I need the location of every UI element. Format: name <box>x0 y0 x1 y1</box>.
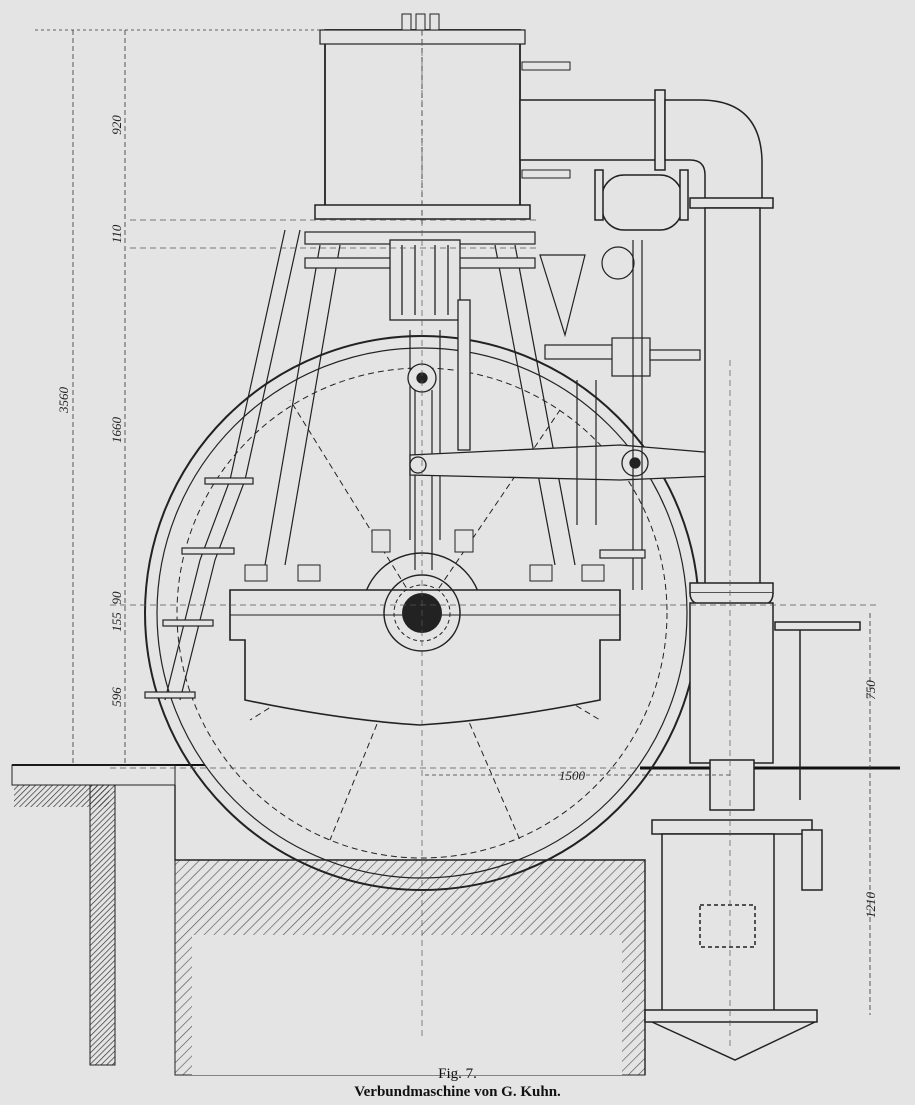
dim-base-small: 155 <box>109 612 124 632</box>
cylinder-body <box>324 29 521 211</box>
foundation <box>11 764 900 1076</box>
dim-base-offset: 90 <box>109 591 124 605</box>
steam-pipe <box>519 89 774 231</box>
top-valves <box>401 13 412 31</box>
governor <box>539 240 701 590</box>
access-ladder <box>144 229 301 701</box>
figure-title: Verbundmaschine von G. Kuhn. <box>354 1084 561 1100</box>
dim-cylinder-height: 920 <box>109 115 124 135</box>
floor-slab <box>11 764 176 786</box>
left-earth-hatch <box>14 785 109 807</box>
dim-flange: 110 <box>109 224 124 243</box>
foundation-outline <box>174 785 646 1075</box>
foundation-recess <box>192 935 622 1075</box>
crosshead-guide <box>389 239 471 451</box>
air-pump-column <box>689 207 774 811</box>
condenser-pump <box>644 621 861 1061</box>
dim-pump-height: 750 <box>863 680 878 700</box>
governor-weight <box>611 337 651 377</box>
dim-frame-height: 1660 <box>109 417 124 444</box>
connecting-rod <box>414 390 433 570</box>
left-wall-hatch <box>89 784 116 1066</box>
dim-shaft-to-pump: 1500 <box>559 768 586 783</box>
engine-bed <box>229 529 621 726</box>
figure-number: Fig. 7. <box>438 1066 477 1082</box>
cylinder <box>304 13 571 269</box>
dimension-lines <box>35 29 871 1015</box>
lubricator-bottom <box>521 169 571 179</box>
centerlines <box>110 30 880 1050</box>
lubricator-top <box>521 61 571 71</box>
dim-pump-depth: 1210 <box>863 892 878 919</box>
bed-bolts <box>244 529 605 582</box>
dim-bed-depth: 596 <box>109 687 124 707</box>
stop-valve-body <box>601 174 683 231</box>
dim-overall-height: 3560 <box>56 387 71 415</box>
a-frame <box>264 244 576 566</box>
